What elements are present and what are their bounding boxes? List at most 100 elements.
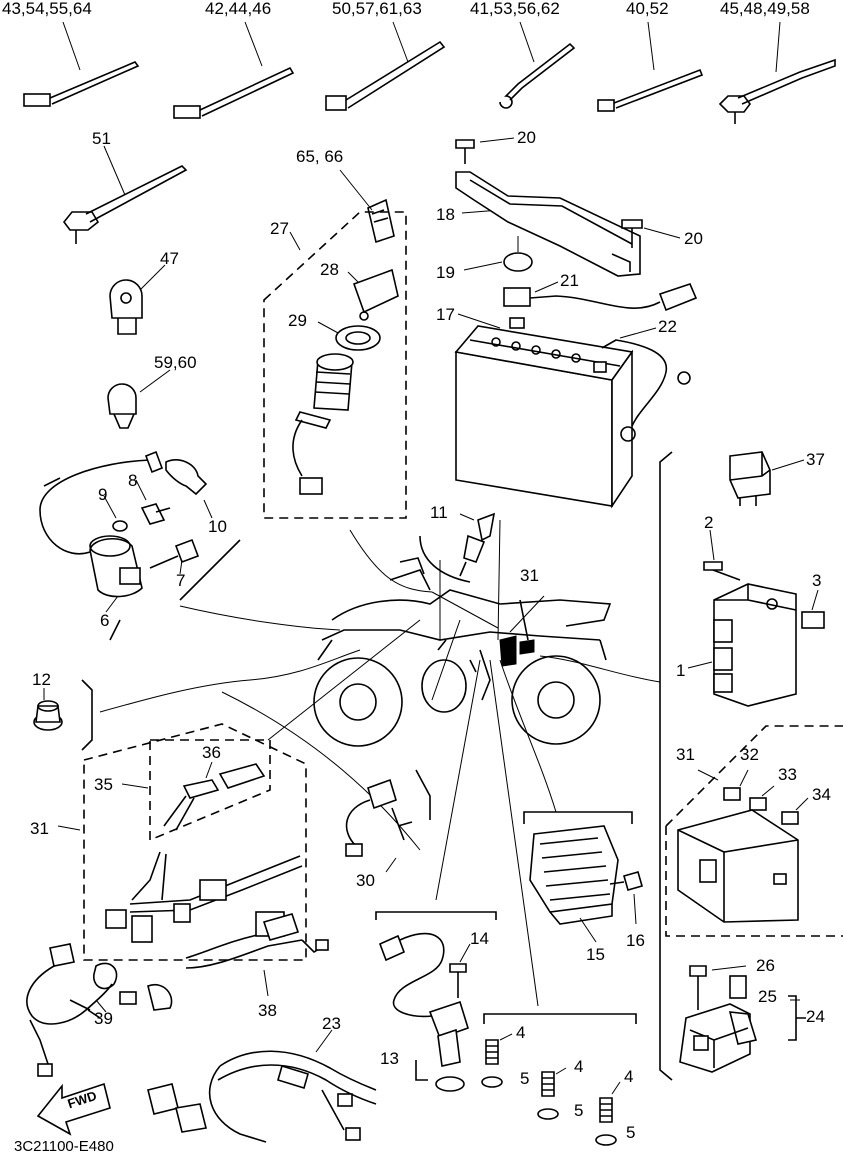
cable-tie-43 bbox=[23, 21, 140, 107]
relay-37 bbox=[729, 451, 805, 506]
callout-30: 30 bbox=[356, 871, 375, 890]
callout-24: 24 bbox=[806, 1007, 825, 1026]
callout-2: 2 bbox=[704, 513, 714, 532]
callout-4-second: 4 bbox=[574, 1057, 584, 1076]
callout-22: 22 bbox=[658, 317, 677, 336]
callout-19: 19 bbox=[436, 263, 455, 282]
callout-11: 11 bbox=[430, 503, 448, 522]
battery-17 bbox=[454, 313, 634, 509]
callout-4-third: 4 bbox=[624, 1067, 634, 1086]
leader-lines bbox=[99, 519, 661, 1007]
callout-41-53-56-62: 41,53,56,62 bbox=[470, 0, 560, 18]
battery-cable-21 bbox=[503, 281, 698, 312]
callout-50-57-61-63: 50,57,61,63 bbox=[332, 0, 422, 18]
callout-31-right: 31 bbox=[676, 745, 695, 764]
callout-33: 33 bbox=[778, 765, 797, 784]
fuse-box bbox=[677, 809, 799, 923]
cable-tie-51 bbox=[62, 145, 188, 244]
callout-18: 18 bbox=[436, 205, 455, 224]
callout-21: 21 bbox=[560, 271, 579, 290]
main-switch-body bbox=[292, 353, 354, 495]
callout-4-first: 4 bbox=[516, 1023, 526, 1042]
callout-20-upper: 20 bbox=[517, 128, 536, 147]
callout-42-44-46: 42,44,46 bbox=[205, 0, 272, 18]
callout-9: 9 bbox=[98, 485, 108, 504]
callout-3: 3 bbox=[812, 571, 822, 590]
main-switch-dashed-box bbox=[263, 211, 407, 519]
callout-27: 27 bbox=[270, 219, 289, 238]
callout-31-center: 31 bbox=[520, 566, 539, 585]
fuse-33 bbox=[749, 785, 775, 811]
spark-plug-11 bbox=[419, 512, 496, 583]
callout-10: 10 bbox=[208, 517, 227, 536]
callout-29: 29 bbox=[288, 311, 307, 330]
grommet-3 bbox=[801, 589, 825, 629]
bolt-14 bbox=[449, 943, 471, 998]
fuse-25 bbox=[729, 975, 800, 1001]
switch-cap-28 bbox=[347, 268, 399, 321]
callout-47: 47 bbox=[160, 249, 179, 268]
sensor-12 bbox=[33, 679, 93, 751]
bolt-4c bbox=[595, 1081, 621, 1146]
bolt-16 bbox=[609, 871, 643, 925]
callout-45-48-49-58: 45,48,49,58 bbox=[720, 0, 810, 18]
callout-59-60: 59,60 bbox=[154, 353, 197, 372]
callout-13: 13 bbox=[380, 1049, 399, 1068]
callout-5-third: 5 bbox=[626, 1123, 636, 1142]
callout-23: 23 bbox=[322, 1014, 341, 1033]
callout-5-second: 5 bbox=[574, 1101, 584, 1120]
coil-wire bbox=[39, 459, 151, 555]
callout-31-left: 31 bbox=[30, 819, 49, 838]
coil-frame bbox=[109, 539, 241, 641]
cable-tie-45 bbox=[718, 21, 836, 124]
callout-26: 26 bbox=[756, 956, 775, 975]
switch-30 bbox=[345, 769, 431, 873]
callout-14: 14 bbox=[470, 929, 489, 948]
cable-tie-42 bbox=[173, 21, 295, 119]
bolt-8 bbox=[135, 479, 171, 525]
harness-body bbox=[105, 851, 303, 943]
clamp-47 bbox=[109, 264, 166, 335]
callout-34: 34 bbox=[812, 785, 831, 804]
callout-8: 8 bbox=[128, 471, 138, 490]
callout-20-lower: 20 bbox=[684, 229, 703, 248]
callout-6: 6 bbox=[100, 611, 110, 630]
callout-40-52: 40,52 bbox=[626, 0, 669, 18]
callout-39: 39 bbox=[94, 1009, 113, 1028]
atv-vehicle bbox=[313, 557, 612, 747]
sensor-13-frame bbox=[375, 911, 497, 920]
callout-35: 35 bbox=[94, 775, 113, 794]
callout-43-54-55-64: 43,54,55,64 bbox=[2, 0, 92, 18]
bolt-2 bbox=[703, 529, 741, 581]
sensor-13 bbox=[415, 1000, 469, 1092]
fuse-32 bbox=[723, 769, 749, 801]
cdi-unit-1 bbox=[687, 583, 797, 707]
callout-1: 1 bbox=[676, 661, 686, 680]
sensor-13-harness bbox=[378, 932, 445, 1018]
fuse-box-dashed-box bbox=[665, 725, 843, 937]
fuse-34 bbox=[781, 797, 809, 825]
key-65 bbox=[339, 169, 395, 244]
battery-cable-22 bbox=[601, 327, 691, 442]
bolt-26 bbox=[689, 965, 747, 1010]
cable-tie-41 bbox=[499, 21, 576, 109]
starter-relay-24 bbox=[679, 995, 806, 1073]
cable-tie-50 bbox=[325, 21, 446, 111]
plug-cap-10 bbox=[144, 450, 213, 519]
callout-51: 51 bbox=[92, 129, 111, 148]
bolt-4a bbox=[481, 1033, 513, 1088]
callout-15: 15 bbox=[586, 945, 605, 964]
callout-38: 38 bbox=[258, 1001, 277, 1020]
reference-code: 3C21100-E480 bbox=[14, 1138, 114, 1155]
harness-39 bbox=[26, 943, 173, 1077]
battery-band-18 bbox=[455, 171, 641, 277]
bracket-line bbox=[659, 451, 673, 1081]
callout-16: 16 bbox=[626, 931, 645, 950]
fuse-holder-36 bbox=[163, 761, 266, 831]
bolt-4b bbox=[537, 1067, 567, 1120]
callout-12: 12 bbox=[32, 670, 51, 689]
clamp-59 bbox=[107, 369, 171, 429]
cushion-19 bbox=[463, 236, 533, 272]
ignition-coil-6 bbox=[89, 535, 143, 613]
